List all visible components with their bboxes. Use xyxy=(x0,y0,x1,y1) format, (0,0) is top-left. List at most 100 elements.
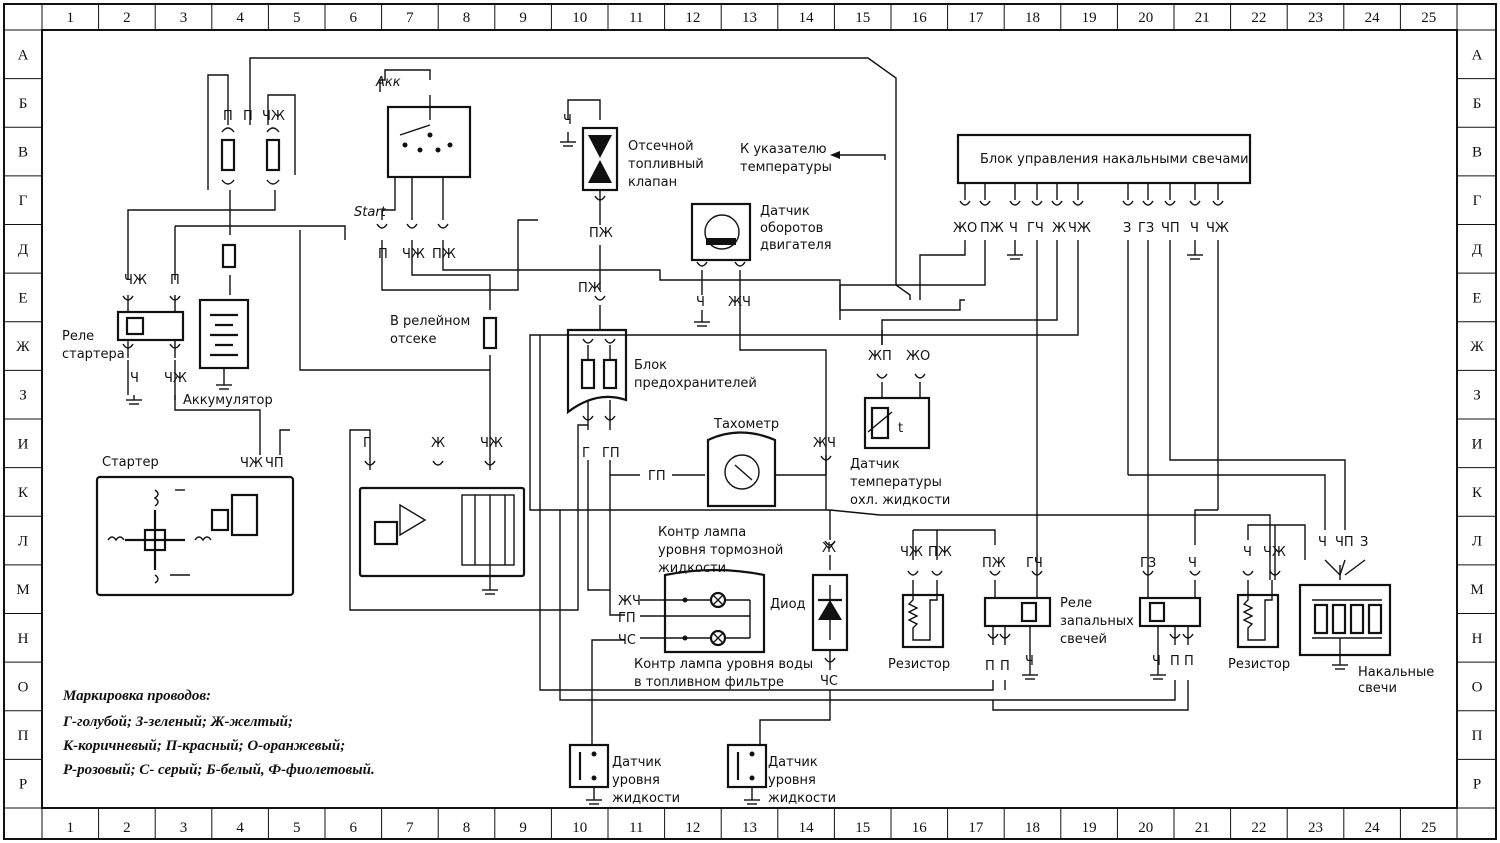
connector-mark xyxy=(1169,633,1181,639)
connector-marks xyxy=(122,195,1281,663)
wire-label: Ч xyxy=(563,113,572,128)
grid-row-label-right: Р xyxy=(1473,777,1481,793)
wire-label: Ч xyxy=(1025,654,1034,669)
fuel-valve-label-3: клапан xyxy=(628,175,677,190)
wire-label: ЧЖ xyxy=(1263,545,1286,560)
grid-column-label-top: 6 xyxy=(350,10,358,26)
grid-column-label-bottom: 19 xyxy=(1082,820,1097,836)
connector-mark xyxy=(989,570,1001,576)
fuse-block-label-2: предохранителей xyxy=(634,376,757,391)
fuse-pair-top xyxy=(220,127,281,269)
battery: Аккумулятор xyxy=(183,298,273,408)
grid-column-label-bottom: 24 xyxy=(1365,820,1381,836)
grid-row-label-right: Л xyxy=(1472,534,1482,550)
grid-column-label-top: 24 xyxy=(1365,10,1381,26)
temp-sensor-label-2: температуры xyxy=(850,475,942,490)
connector-mark xyxy=(1182,633,1194,639)
diode: Диод xyxy=(770,573,849,652)
connector-mark xyxy=(824,540,836,546)
grid-row-label-left: А xyxy=(18,47,29,63)
grid-row-label-left: Г xyxy=(19,193,28,209)
wire-label: ПЖ xyxy=(432,247,456,262)
wire-label: ЖЧ xyxy=(728,295,751,310)
level-sensor-1-label-1: Датчик xyxy=(612,755,662,770)
grid-row-label-left: Ж xyxy=(16,339,30,355)
tachometer: Тахометр xyxy=(706,417,779,508)
connector-mark xyxy=(364,460,376,466)
connector-mark xyxy=(1009,200,1021,206)
connector-mark xyxy=(1242,570,1254,576)
grid-column-label-top: 19 xyxy=(1082,10,1097,26)
starter-label: Стартер xyxy=(102,455,159,470)
wire-label: П xyxy=(170,273,180,288)
glow-plug-relay-2 xyxy=(1138,580,1202,680)
connector-mark xyxy=(1031,200,1043,206)
grid-column-label-top: 3 xyxy=(180,10,188,26)
fluid-level-sensor-1: Датчик уровня жидкости xyxy=(568,743,680,806)
level-sensor-2-label-3: жидкости xyxy=(768,791,836,806)
glow-relay-label-2: запальных xyxy=(1060,614,1134,629)
rpm-sensor-label-2: оборотов xyxy=(760,221,823,236)
relay-compartment-fuse: В релейном отсеке xyxy=(390,314,498,350)
grid-row-label-left: П xyxy=(18,728,29,744)
switch-start-label: Start xyxy=(354,205,387,220)
grid-row-label-right: И xyxy=(1472,436,1483,452)
grid-row-label-right: О xyxy=(1472,679,1483,695)
grid-column-label-bottom: 18 xyxy=(1025,820,1040,836)
water-lamp-label-1: Контр лампа уровня воды xyxy=(634,657,813,672)
wire-label: ЧЖ xyxy=(480,436,503,451)
grid-column-label-top: 13 xyxy=(742,10,757,26)
wire-label: ЧС xyxy=(618,633,636,648)
wire-label: ЧЖ xyxy=(262,109,285,124)
grid-row-label-left: К xyxy=(18,485,29,501)
level-sensor-2-label-2: уровня xyxy=(768,773,816,788)
connector-mark xyxy=(122,295,134,301)
grid-row-label-right: Е xyxy=(1472,290,1481,306)
wire-label: Ч xyxy=(1188,556,1197,571)
starter: Стартер xyxy=(95,455,295,597)
warning-lamp-unit: Контр лампа уровня тормозной жидкости Ко… xyxy=(634,525,813,690)
legend-line-3: Р-розовый; С- серый; Б-белый, Ф-фиолетов… xyxy=(63,762,375,778)
grid-column-label-bottom: 12 xyxy=(685,820,700,836)
wire-label: ПЖ xyxy=(578,281,602,296)
connector-mark xyxy=(582,338,594,344)
wire-color-legend: Маркировка проводов: Г-голубой; З-зелены… xyxy=(62,688,375,778)
alternator xyxy=(358,486,526,595)
wire-label: ЧЖ xyxy=(1068,221,1091,236)
grid-column-label-bottom: 5 xyxy=(293,820,301,836)
wire-label: Ч xyxy=(1243,545,1252,560)
wire-label: ЧП xyxy=(1161,221,1180,236)
wire-label: ЧП xyxy=(1335,535,1354,550)
wire-label: ЖЧ xyxy=(618,594,641,609)
connector-mark xyxy=(824,657,836,663)
grid-column-label-bottom: 21 xyxy=(1195,820,1210,836)
connector-mark xyxy=(594,195,606,201)
wire-label: ЖО xyxy=(906,349,930,364)
legend-line-2: К-коричневый; П-красный; О-оранжевый; xyxy=(62,738,345,754)
glow-plugs: Накальные свечи xyxy=(1298,559,1434,696)
grid-row-label-left: В xyxy=(18,145,28,161)
wire-label: П xyxy=(223,109,233,124)
fluid-level-sensor-2: Датчик уровня жидкости xyxy=(726,743,836,806)
diagram-frame xyxy=(3,3,1497,840)
grid-column-label-top: 9 xyxy=(519,10,527,26)
wire-label: ЧЖ xyxy=(402,247,425,262)
connector-mark xyxy=(999,633,1011,639)
starter-relay-label-1: Реле xyxy=(62,329,94,344)
grid-column-label-bottom: 22 xyxy=(1251,820,1266,836)
wire-label: ЧЖ xyxy=(900,545,923,560)
wire-label: З xyxy=(1360,535,1368,550)
wire-label: ГЧ xyxy=(1026,556,1043,571)
connector-mark xyxy=(432,460,444,466)
fuse-block: Блок предохранителей xyxy=(566,328,757,415)
starter-relay: Реле стартера xyxy=(62,295,185,405)
grid-column-label-bottom: 1 xyxy=(67,820,75,836)
wire-label: ГЗ xyxy=(1138,221,1154,236)
glow-relay-label-1: Реле xyxy=(1060,596,1092,611)
grid-row-label-right: Д xyxy=(1472,242,1482,258)
connector-mark xyxy=(1142,200,1154,206)
grid-column-label-top: 14 xyxy=(799,10,815,26)
grid-column-label-bottom: 7 xyxy=(406,820,414,836)
grid-row-label-right: В xyxy=(1472,145,1482,161)
connector-mark xyxy=(604,415,616,421)
